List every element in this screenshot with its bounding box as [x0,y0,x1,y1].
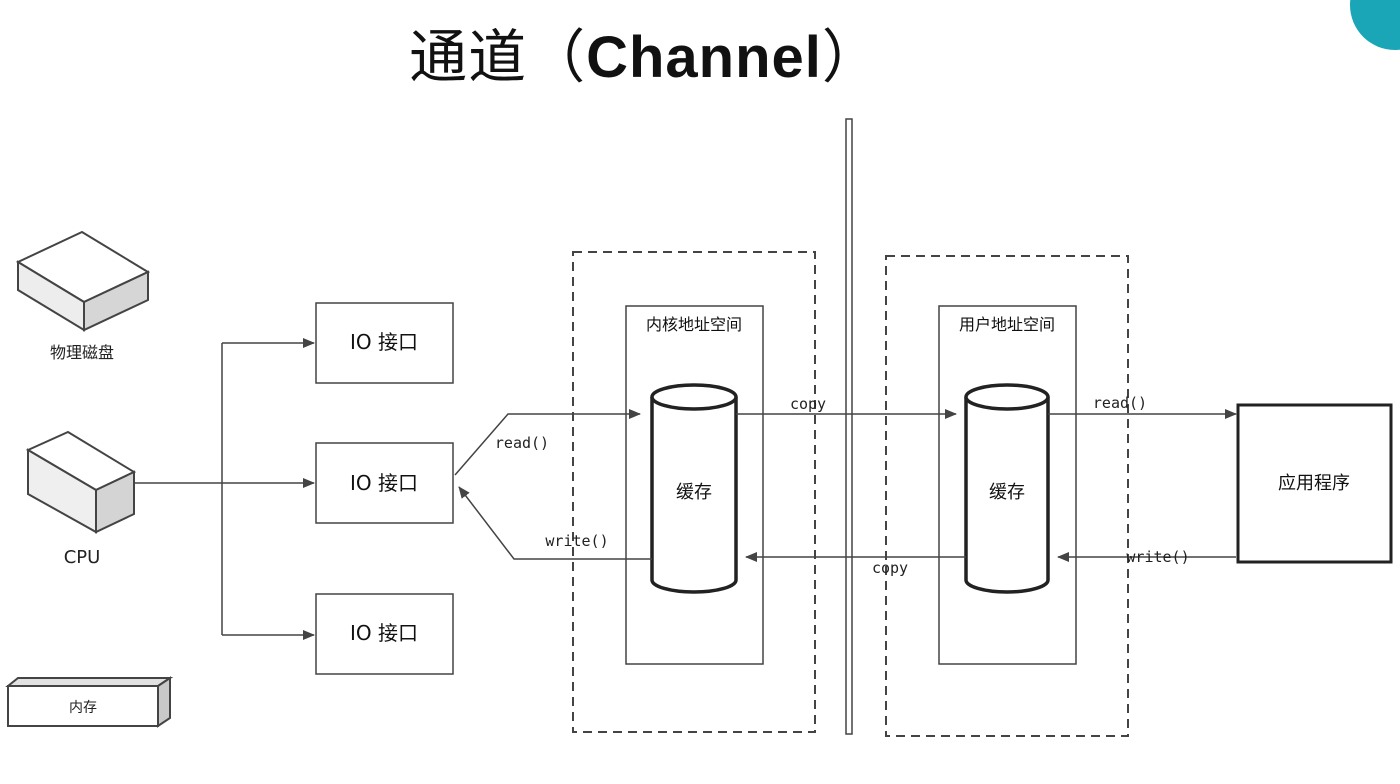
io-port-bottom: IO 接口 [315,593,454,675]
disk-icon [15,230,151,332]
flow-arrows [454,409,1237,562]
kernel-cache-cylinder [650,383,738,594]
kernel-user-divider [845,118,853,735]
kernel-cache-label: 缓存 [676,482,712,503]
copy-bottom-label: copy [872,559,908,577]
app-read-label: read() [1093,394,1147,412]
title-close: ） [821,23,881,91]
user-cache-cylinder [964,383,1050,594]
application-box [1236,403,1393,564]
copy-top-label: copy [790,395,826,413]
app-write-label: write() [1126,548,1189,566]
memory-label: 内存 [69,700,97,716]
user-address-space-title: 用户地址空间 [959,315,1055,334]
memory-icon [5,676,174,728]
io-write-arrow [458,486,652,560]
io-read-arrow [454,409,641,476]
page-title: 通道（Channel） [0,10,1290,94]
io-port-bottom-label: IO 接口 [350,621,418,645]
io-write-label: write() [545,532,608,550]
io-port-middle: IO 接口 [315,442,454,524]
cpu-label: CPU [64,547,101,568]
disk-label: 物理磁盘 [50,343,114,362]
cpu-io-connectors [134,338,315,640]
kernel-address-space-title: 内核地址空间 [646,315,742,334]
io-port-top-label: IO 接口 [350,330,418,354]
title-en: Channel [586,25,822,90]
io-read-label: read() [495,434,549,452]
application-label: 应用程序 [1278,473,1350,494]
kernel-region-dashed [572,251,816,733]
io-port-middle-label: IO 接口 [350,471,418,495]
title-cn: 通道（ [409,23,587,91]
user-region-dashed [885,255,1129,737]
user-cache-label: 缓存 [989,482,1025,503]
cpu-icon [25,430,137,534]
io-port-top: IO 接口 [315,302,454,384]
